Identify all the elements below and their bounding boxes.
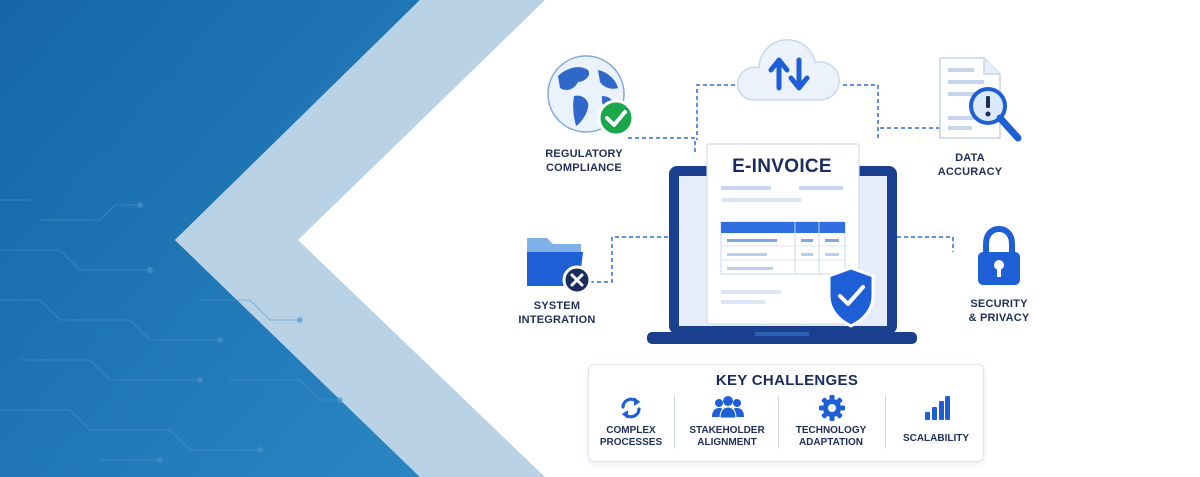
connector-cloud-right <box>843 84 879 140</box>
shield-check-icon <box>827 266 875 328</box>
cloud-sync-icon <box>737 39 840 101</box>
laptop-base <box>647 332 917 344</box>
security-privacy-label: SECURITY & PRIVACY <box>968 298 1030 324</box>
challenge-technology-adaptation: TECHNOLOGY ADAPTATION <box>783 395 879 457</box>
challenge-stakeholder-alignment: STAKEHOLDER ALIGNMENT <box>679 395 775 457</box>
padlock-icon <box>978 226 1020 285</box>
document-search-icon <box>939 57 1022 142</box>
connector-system-integration <box>583 236 670 283</box>
connector-regulatory <box>628 137 696 155</box>
challenge-scalability: SCALABILITY <box>889 395 983 457</box>
challenge-scalability-label: SCALABILITY <box>902 433 970 444</box>
challenge-stakeholder-alignment-label: STAKEHOLDER ALIGNMENT <box>689 425 765 448</box>
laptop-illustration <box>647 143 917 344</box>
challenge-complex-processes-label: COMPLEX PROCESSES <box>599 425 663 448</box>
refresh-icon <box>621 397 641 419</box>
background-chevron <box>175 0 545 477</box>
invoice-document <box>706 143 860 325</box>
regulatory-compliance-label: REGULATORY COMPLIANCE <box>545 148 623 174</box>
invoice-title: E-INVOICE <box>732 156 832 177</box>
connector-security <box>897 236 954 252</box>
circuit-pattern <box>0 199 340 461</box>
challenge-divider <box>674 395 675 449</box>
background-blue-panel <box>0 0 420 477</box>
connector-cloud-left <box>696 84 735 140</box>
circuit-nodes <box>137 202 343 463</box>
system-integration-label: SYSTEM INTEGRATION <box>518 300 596 326</box>
connector-lines <box>583 84 954 283</box>
challenge-complex-processes: COMPLEX PROCESSES <box>591 395 671 457</box>
key-challenges-title: KEY CHALLENGES <box>715 372 859 389</box>
challenge-divider <box>885 395 886 449</box>
globe-check-icon <box>547 55 635 137</box>
gear-icon <box>819 395 845 421</box>
people-icon <box>712 396 744 419</box>
challenge-technology-adaptation-label: TECHNOLOGY ADAPTATION <box>795 425 867 448</box>
challenge-divider <box>778 395 779 449</box>
bar-chart-icon <box>925 396 950 420</box>
key-challenges-panel: KEY CHALLENGES COMPLEX PROCESSES STAKEHO… <box>588 364 984 462</box>
folder-error-icon <box>527 238 592 295</box>
data-accuracy-label: DATA ACCURACY <box>937 152 1003 178</box>
